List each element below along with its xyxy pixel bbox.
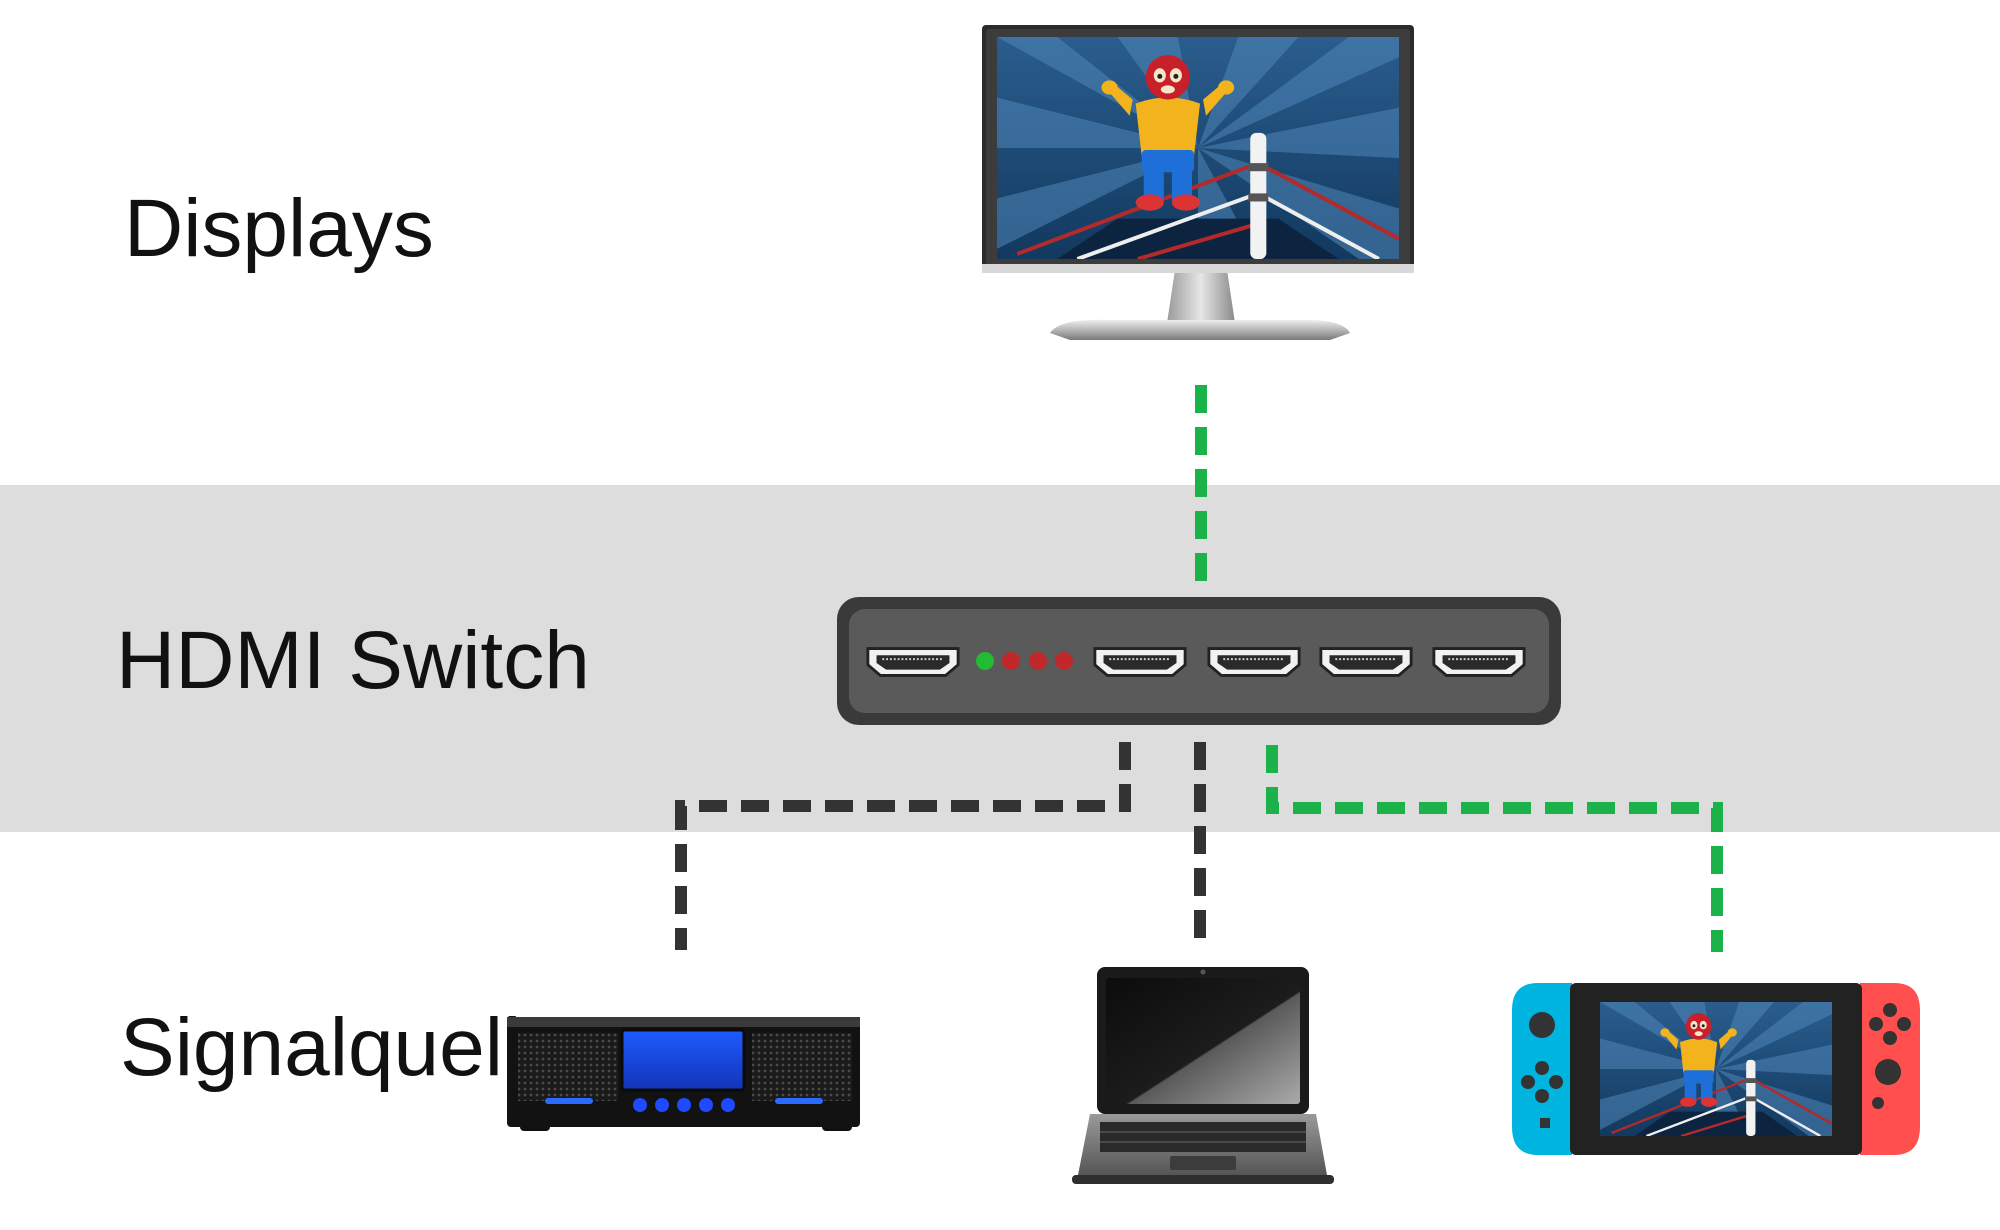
hdmi-port-4 [1321, 649, 1411, 676]
status-led-4 [1055, 652, 1073, 670]
handheld-game-console-icon [1512, 983, 1920, 1155]
status-led-3 [1029, 652, 1047, 670]
connection-lines [675, 385, 1723, 952]
hdmi-port-2 [1095, 649, 1185, 676]
label-signal-source: Signalquelle [120, 1002, 567, 1093]
label-displays: Displays [124, 183, 434, 274]
hdmi-port-3 [1209, 649, 1299, 676]
hdmi-port-1 [868, 649, 958, 676]
hdmi-switch-icon [837, 597, 1561, 725]
label-hdmi-switch: HDMI Switch [116, 615, 590, 706]
link-console-to-switch [1266, 745, 1723, 952]
hdmi-port-5 [1434, 649, 1524, 676]
status-led-1 [976, 652, 994, 670]
status-led-2 [1002, 652, 1020, 670]
link-media-player-to-switch [675, 742, 1131, 950]
media-player-icon [507, 1017, 860, 1131]
monitor-icon [982, 25, 1414, 340]
laptop-icon [1072, 967, 1334, 1184]
